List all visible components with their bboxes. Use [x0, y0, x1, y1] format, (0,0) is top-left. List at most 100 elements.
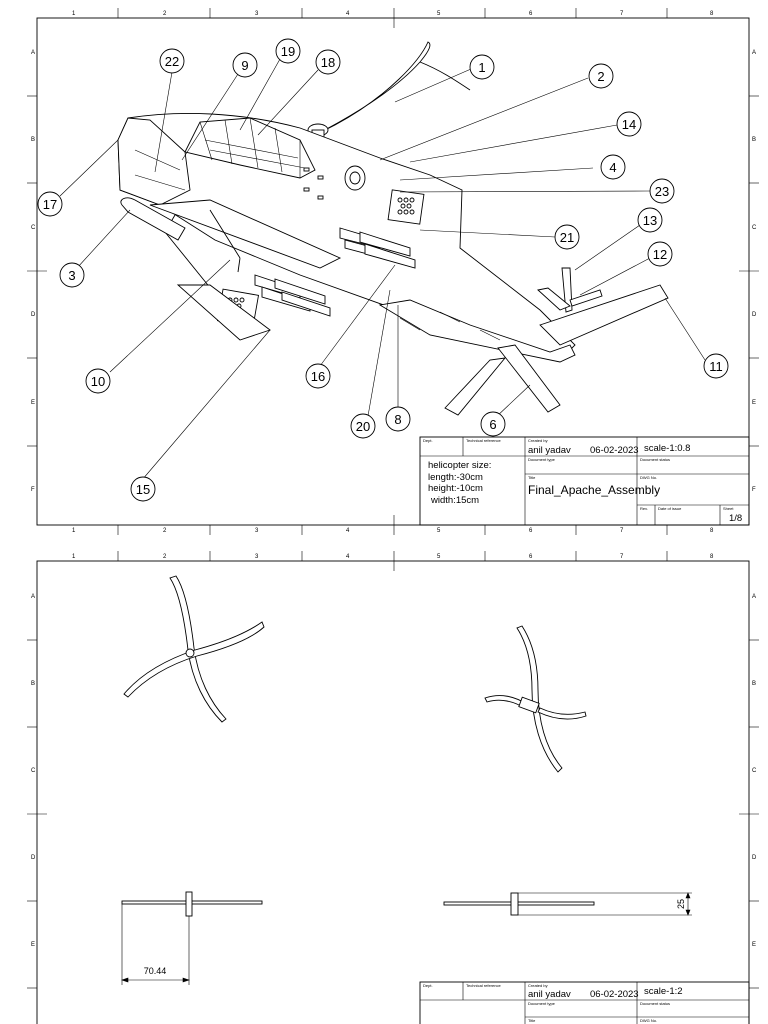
balloon-8-label: 8 — [394, 412, 401, 427]
zone-col-4: 4 — [346, 528, 350, 534]
balloon-11: 11 — [703, 353, 729, 379]
zone-row-d: D — [752, 855, 757, 861]
balloon-14: 14 — [616, 111, 642, 137]
rocket-pod-right — [387, 189, 425, 225]
zone-row-e: E — [31, 400, 35, 406]
tail-boom — [378, 299, 576, 363]
title-label: Title — [528, 475, 536, 480]
balloon-18: 18 — [315, 49, 341, 75]
zone-row-a: A — [752, 50, 756, 56]
engine-intake — [344, 165, 366, 191]
dept-label: Dept. — [423, 983, 433, 988]
zone-row-d: D — [31, 312, 36, 318]
zone-col-5: 5 — [437, 554, 441, 560]
doc-status-label: Document status — [640, 457, 670, 462]
zone-col-3: 3 — [255, 11, 259, 17]
doc-type-label: Document type — [528, 1001, 556, 1006]
balloon-9-label: 9 — [241, 58, 248, 73]
balloon-13: 13 — [637, 207, 663, 233]
canopy — [184, 117, 316, 179]
nose-section — [117, 117, 191, 206]
balloon-3-label: 3 — [68, 268, 75, 283]
zone-row-a: A — [31, 594, 35, 600]
scale-value: scale-1:0.8 — [644, 443, 690, 454]
balloon-4-label: 4 — [609, 160, 616, 175]
rotor-side-view-left: 70.44 — [121, 891, 263, 985]
size-note-length: length:-30cm — [428, 472, 483, 483]
zone-col-6: 6 — [529, 554, 533, 560]
balloon-12: 12 — [647, 241, 673, 267]
date-value: 06-02-2023 — [590, 445, 639, 456]
tech-ref-label: Technical reference — [466, 983, 501, 988]
sheet-2-frame: 1 2 3 4 5 6 7 8 A B C D E A B C D E — [27, 551, 759, 1024]
drawing-title: Final_Apache_Assembly — [528, 483, 660, 497]
balloon-13-label: 13 — [643, 213, 657, 228]
zone-col-5: 5 — [437, 11, 441, 17]
sheet-2-zone-labels-left: A B C D E — [31, 594, 36, 948]
title-block-sheet-1: Dept. Technical reference Created by ani… — [419, 436, 750, 526]
balloon-20: 20 — [350, 413, 376, 439]
dwg-no-label: DWG No. — [640, 475, 657, 480]
sheet-2-zone-labels-right: A B C D E — [752, 594, 757, 948]
zone-col-3: 3 — [255, 554, 259, 560]
missile-cluster-left — [254, 274, 331, 317]
balloon-21: 21 — [554, 224, 580, 250]
balloon-2-label: 2 — [597, 69, 604, 84]
zone-col-1: 1 — [72, 528, 76, 534]
helicopter-assembly-view — [117, 41, 669, 416]
tail-skid-fin — [444, 357, 507, 416]
balloon-8: 8 — [385, 406, 411, 432]
dimension-height: 25 — [676, 899, 686, 909]
balloons: 1 2 3 4 6 8 9 10 11 12 13 14 15 16 17 18… — [37, 38, 729, 502]
balloon-18-label: 18 — [321, 55, 335, 70]
balloon-23-label: 23 — [655, 184, 669, 199]
zone-labels-bottom: 1 2 3 4 5 6 7 8 — [72, 528, 714, 534]
balloon-15: 15 — [130, 476, 156, 502]
zone-col-5: 5 — [437, 528, 441, 534]
zone-col-7: 7 — [620, 554, 624, 560]
zone-row-d: D — [31, 855, 36, 861]
zone-col-6: 6 — [529, 11, 533, 17]
zone-row-c: C — [752, 768, 757, 774]
balloon-17-label: 17 — [43, 197, 57, 212]
zone-row-b: B — [752, 681, 756, 687]
balloon-10: 10 — [85, 368, 111, 394]
balloon-21-label: 21 — [560, 230, 574, 245]
balloon-22: 22 — [159, 48, 185, 74]
tail-rotor-blade — [537, 287, 571, 311]
rotor-iso-view-right — [484, 625, 587, 773]
balloon-2: 2 — [588, 63, 614, 89]
balloon-15-label: 15 — [136, 482, 150, 497]
sheet-label: Sheet — [723, 506, 734, 511]
scale-value: scale-1:2 — [644, 986, 683, 997]
zone-row-a: A — [752, 594, 756, 600]
sheet-number: 1/8 — [729, 513, 742, 524]
balloon-22-label: 22 — [165, 54, 179, 69]
zone-labels-left: A B C D E F — [31, 50, 36, 493]
dwg-no-label: DWG No. — [640, 1018, 657, 1023]
balloon-19-label: 19 — [281, 44, 295, 59]
zone-row-e: E — [752, 942, 756, 948]
horizontal-stabilizer — [539, 284, 669, 346]
leader-lines — [59, 58, 706, 481]
balloon-23: 23 — [649, 178, 675, 204]
zone-row-b: B — [752, 137, 756, 143]
balloon-20-label: 20 — [356, 419, 370, 434]
main-rotor-blade — [304, 41, 431, 141]
zone-row-e: E — [752, 400, 756, 406]
zone-col-7: 7 — [620, 528, 624, 534]
balloon-4: 4 — [600, 154, 626, 180]
missile — [120, 197, 186, 241]
balloon-6: 6 — [480, 411, 506, 437]
rev-label: Rev. — [640, 506, 648, 511]
created-by-value: anil yadav — [528, 445, 571, 456]
missile-cluster-right — [339, 227, 416, 269]
zone-col-2: 2 — [163, 554, 167, 560]
zone-col-4: 4 — [346, 554, 350, 560]
date-value: 06-02-2023 — [590, 989, 639, 1000]
zone-row-f: F — [31, 487, 35, 493]
created-by-label: Created by — [528, 438, 548, 443]
balloon-9: 9 — [232, 52, 258, 78]
title-label: Title — [528, 1018, 536, 1023]
